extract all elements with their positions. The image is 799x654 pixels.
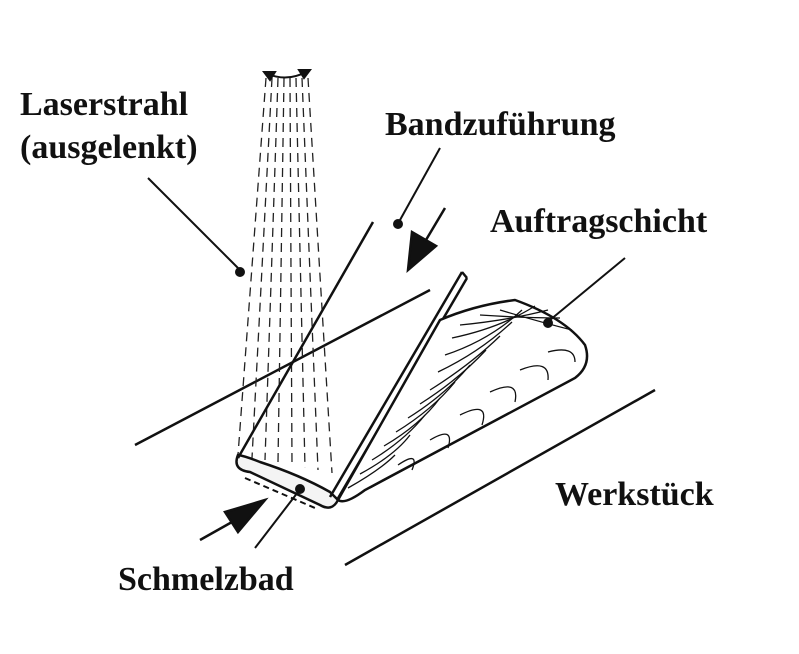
label-auftragschicht: Auftragschicht <box>490 203 708 240</box>
label-ausgelenkt: (ausgelenkt) <box>20 129 198 166</box>
band-strip-right-edge-outer <box>328 271 464 498</box>
melt-pool <box>235 453 340 509</box>
laser-leader-dot-icon <box>235 267 245 277</box>
workpiece <box>134 288 656 567</box>
label-werkstueck: Werkstück <box>555 476 714 513</box>
process-direction-arrow-icon <box>199 497 269 542</box>
meltpool-leader-line <box>254 491 299 549</box>
workpiece-front-edge <box>344 388 656 567</box>
band-strip-left-edge <box>236 221 375 459</box>
meltpool-leader-dot-icon <box>295 484 305 494</box>
coating-leader-dot-icon <box>543 318 553 328</box>
label-schmelzbad: Schmelzbad <box>118 561 294 598</box>
label-bandzufuehrung: Bandzuführung <box>385 106 616 143</box>
coating-leader-line <box>549 257 626 321</box>
label-laserstrahl: Laserstrahl <box>20 86 188 123</box>
laser-leader-line <box>147 177 239 269</box>
coating-layer <box>336 298 589 503</box>
leader-lines <box>147 147 626 549</box>
laser-beam <box>237 77 333 474</box>
band-leader-line <box>399 147 441 221</box>
band-leader-dot-icon <box>393 219 403 229</box>
deflection-arrow-icon <box>262 69 312 82</box>
band-feed-arrow-icon <box>406 207 447 273</box>
workpiece-back-edge <box>134 288 431 447</box>
